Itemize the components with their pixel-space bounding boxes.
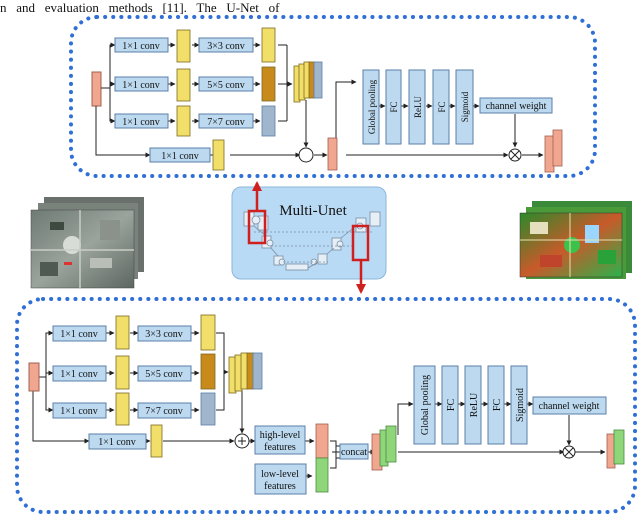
- bottom-conv-1x1-b-label: 1×1 conv: [60, 369, 98, 380]
- top-sigmoid-label: Sigmoid: [460, 91, 470, 122]
- bottom-conv-1x1-c-label: 1×1 conv: [60, 406, 98, 417]
- bottom-module-lines: [32, 330, 606, 479]
- bottom-conv-1x1-a-box: 1×1 conv: [52, 325, 107, 342]
- bottom-fc1-box: [441, 365, 459, 445]
- bottom-feature-slabs: [115, 314, 625, 493]
- top-conv-1x1-b-box: 1×1 conv: [114, 76, 169, 92]
- top-module-border: [69, 15, 597, 178]
- bottom-global-pooling-label: Global pooling: [420, 375, 431, 435]
- top-conv-1x1-c-label: 1×1 conv: [122, 117, 160, 128]
- top-conv-1x1-b-label: 1×1 conv: [122, 80, 160, 91]
- high-level-label-2: features: [264, 442, 296, 453]
- top-fc1-label: FC: [389, 101, 399, 112]
- concat-box: concat: [339, 443, 369, 460]
- bottom-fc2-box: [487, 365, 505, 445]
- bottom-input-feature: [28, 362, 40, 392]
- bottom-conv-7x7-label: 7×7 conv: [145, 406, 183, 417]
- output-segmentation-image: [519, 201, 632, 279]
- top-add-node: [298, 147, 314, 163]
- top-conv-3x3-box: 3×3 conv: [198, 37, 254, 53]
- top-fc2-label: FC: [437, 101, 447, 112]
- bottom-channel-weight-label: channel weight: [539, 401, 600, 412]
- bottom-relu-label: ReLU: [469, 392, 480, 417]
- top-global-pooling-label: Global pooling: [367, 79, 377, 134]
- bottom-conv-5x5-box: 5×5 conv: [137, 365, 192, 382]
- top-conv-3x3-label: 3×3 conv: [207, 41, 245, 52]
- bottom-conv-1x1-b-box: 1×1 conv: [52, 365, 107, 382]
- top-conv-5x5-label: 5×5 conv: [207, 80, 245, 91]
- bottom-conv-1x1-a-label: 1×1 conv: [60, 329, 98, 340]
- bottom-conv-3x3-box: 3×3 conv: [137, 325, 192, 342]
- bottom-relu-box: [464, 365, 482, 445]
- top-conv-1x1-c-box: 1×1 conv: [114, 113, 169, 129]
- bottom-channel-weight-box: [532, 396, 607, 415]
- multi-unet-title: Multi-Unet: [279, 203, 347, 219]
- bottom-fc2-label: FC: [492, 399, 503, 412]
- top-fc1-box: [385, 69, 402, 145]
- top-relu-box: [408, 69, 426, 145]
- bottom-global-pooling-box: [413, 365, 436, 445]
- top-feature-slabs: [176, 27, 563, 173]
- input-aerial-image: [30, 197, 144, 289]
- bottom-conv-1x1-c-box: 1×1 conv: [52, 402, 107, 419]
- top-conv-1x1-a-box: 1×1 conv: [114, 37, 169, 53]
- concat-label: concat: [341, 447, 367, 458]
- top-conv-1x1-skip-box: 1×1 conv: [149, 147, 211, 163]
- bottom-conv-1x1-skip-box: 1×1 conv: [88, 433, 147, 450]
- top-conv-1x1-skip-label: 1×1 conv: [161, 151, 199, 162]
- top-conv-5x5-box: 5×5 conv: [198, 76, 254, 92]
- bottom-conv-7x7-box: 7×7 conv: [137, 402, 192, 419]
- high-level-features-box: high-level features: [254, 425, 306, 455]
- top-conv-7x7-label: 7×7 conv: [207, 117, 245, 128]
- top-module: [91, 42, 544, 158]
- top-fc2-box: [432, 69, 450, 145]
- top-global-pooling-box: [362, 69, 380, 145]
- top-conv-7x7-box: 7×7 conv: [198, 113, 254, 129]
- top-relu-label: ReLU: [413, 96, 423, 118]
- top-conv-1x1-a-label: 1×1 conv: [122, 41, 160, 52]
- bottom-se-blocks: Global pooling FC ReLU FC Sigmoid channe…: [413, 365, 607, 445]
- bottom-fc1-label: FC: [446, 399, 457, 412]
- top-input-feature: [91, 71, 102, 107]
- multi-unet-panel: Multi-Unet: [231, 186, 387, 280]
- low-level-label-1: low-level: [261, 469, 299, 480]
- bottom-conv-1x1-skip-label: 1×1 conv: [98, 437, 136, 448]
- bottom-module-border: [15, 297, 637, 514]
- top-sigmoid-box: [455, 69, 474, 145]
- bottom-sigmoid-box: [510, 365, 528, 445]
- top-channel-weight-box: [479, 97, 553, 114]
- top-se-blocks: Global pooling FC ReLU FC Sigmoid channe…: [362, 69, 553, 145]
- low-level-label-2: features: [264, 481, 296, 492]
- bottom-conv-5x5-label: 5×5 conv: [145, 369, 183, 380]
- low-level-features-box: low-level features: [254, 463, 307, 495]
- top-channel-weight-label: channel weight: [486, 101, 547, 112]
- bottom-sigmoid-label: Sigmoid: [515, 388, 526, 422]
- bottom-conv-3x3-label: 3×3 conv: [145, 329, 183, 340]
- page-text: n and evaluation methods [11]. The U-Net…: [0, 0, 280, 15]
- high-level-label-1: high-level: [260, 430, 301, 441]
